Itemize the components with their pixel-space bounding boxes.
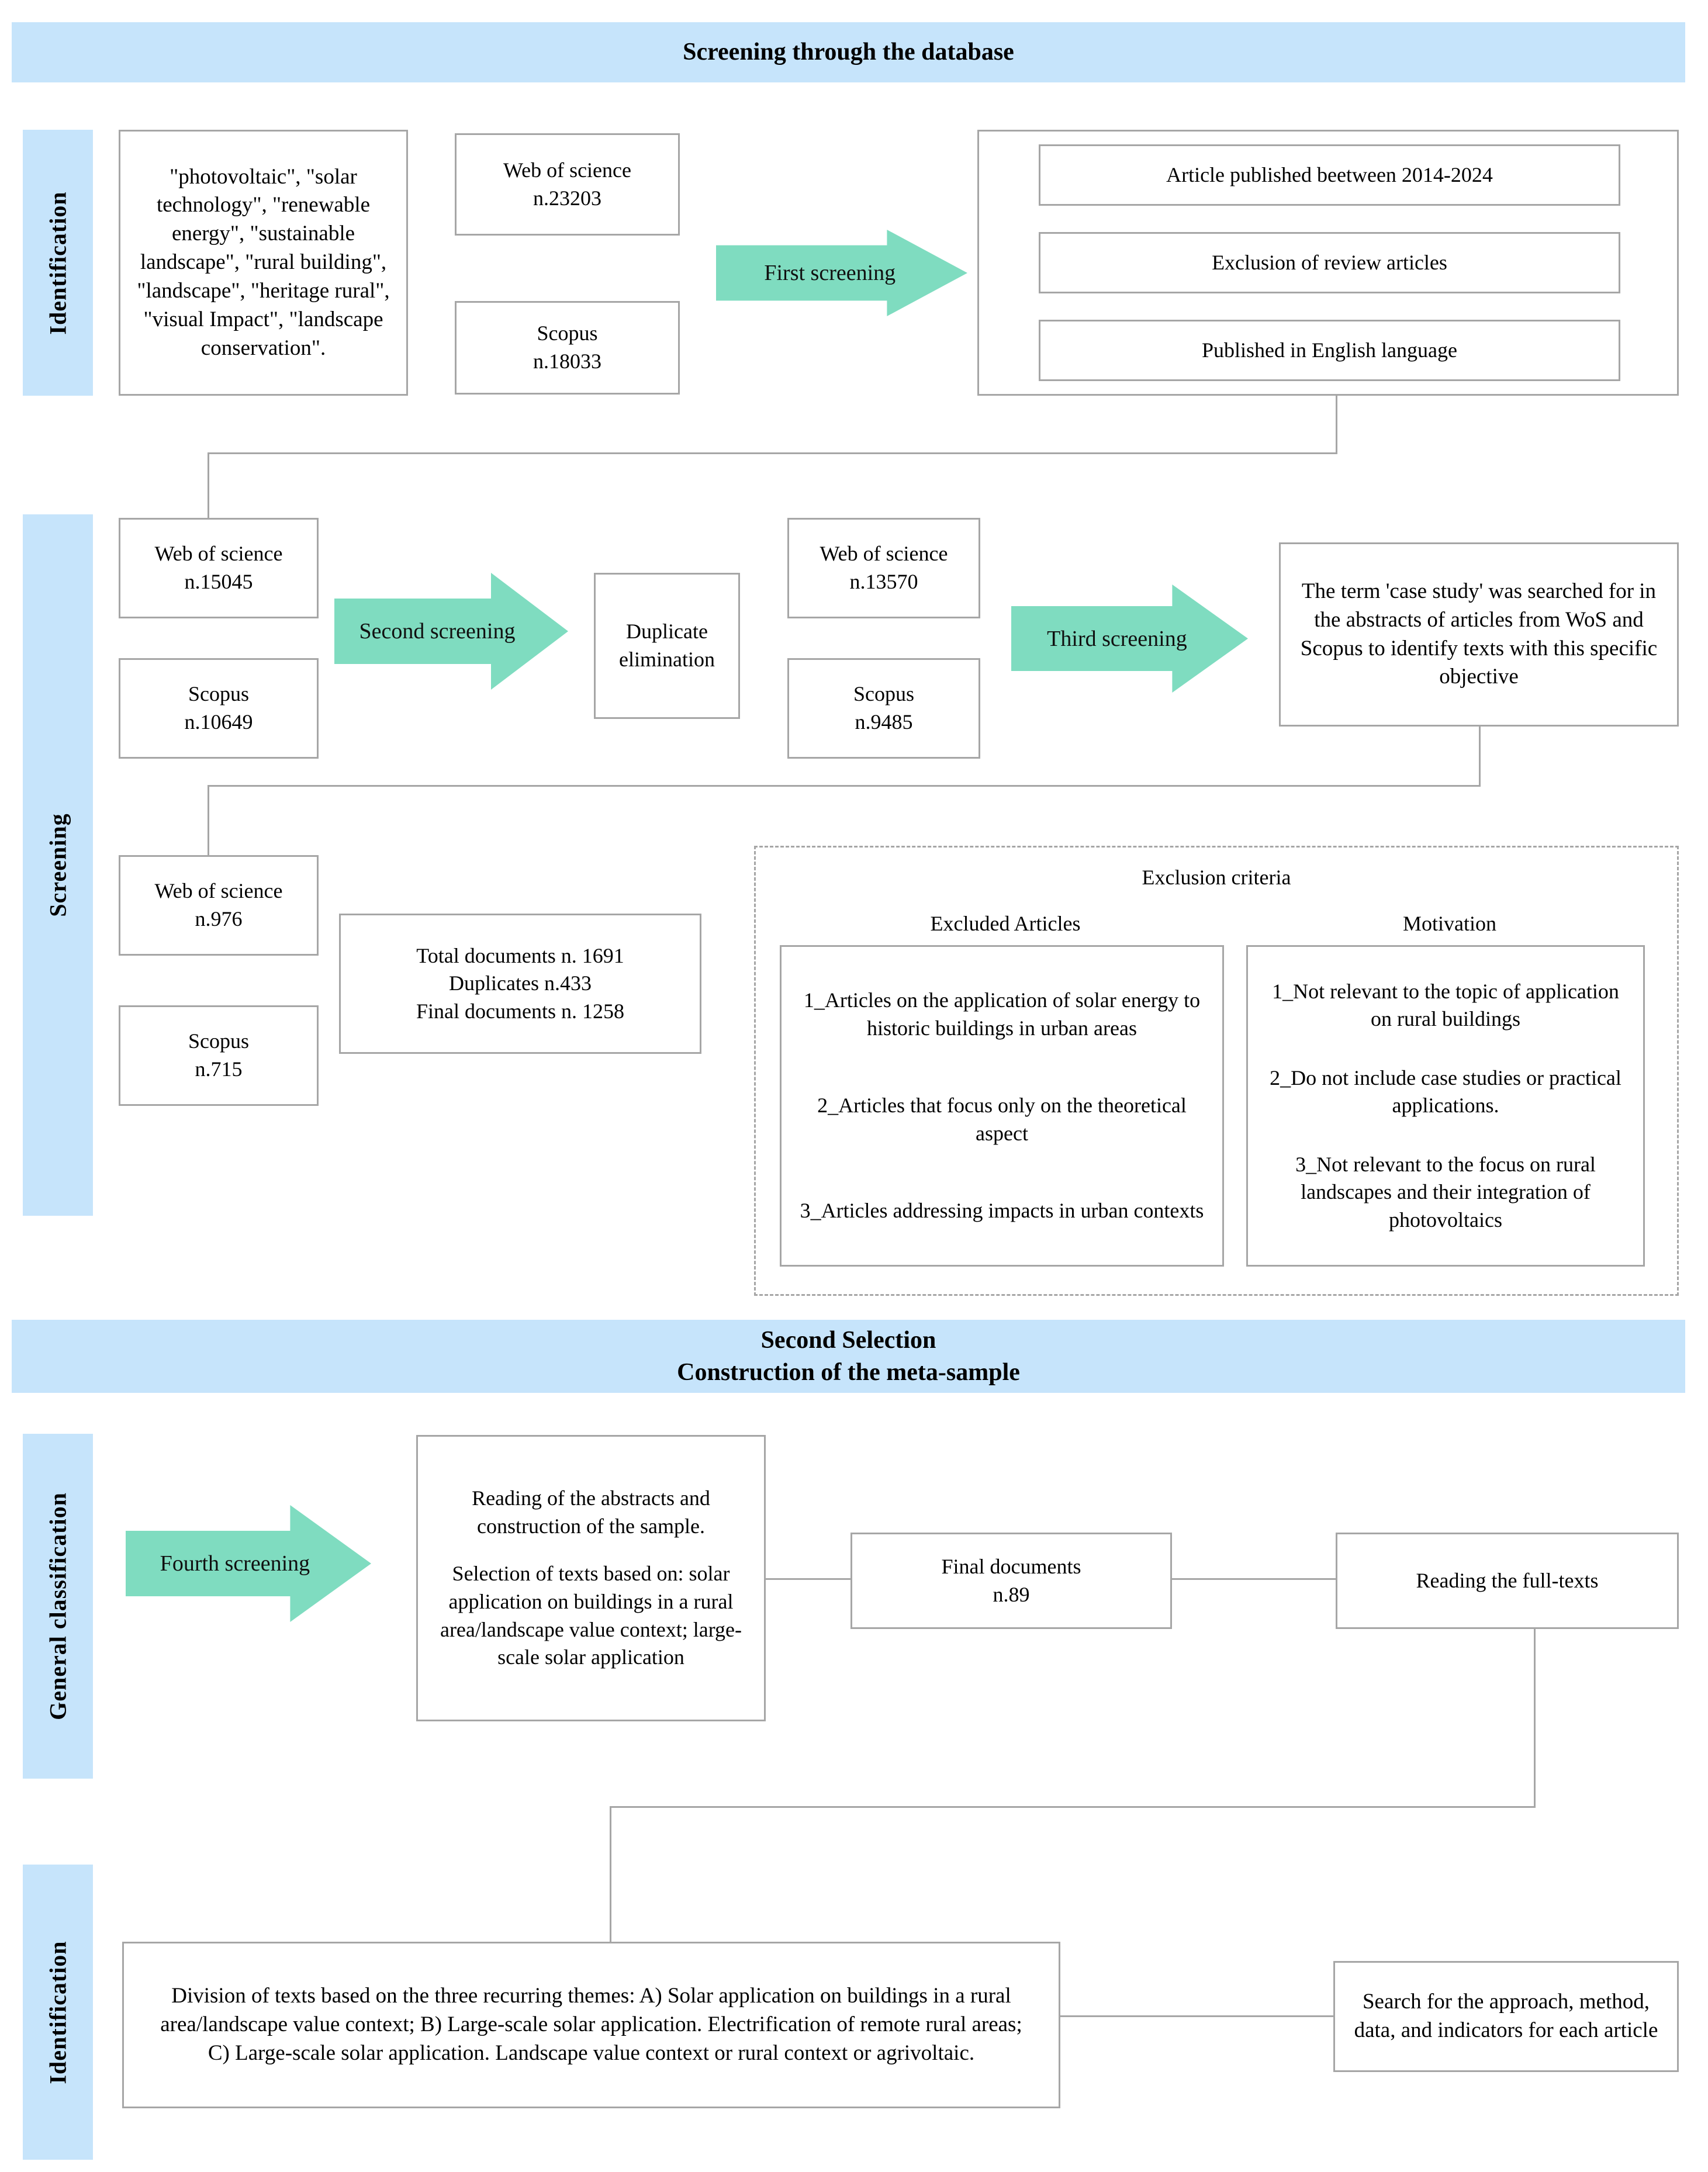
excluded-article-3: 3_Articles addressing impacts in urban c…	[800, 1199, 1204, 1223]
criteria-item-reviews-label: Exclusion of review articles	[1212, 250, 1447, 274]
stage-label-screening: Screening	[23, 514, 93, 1216]
wos-box-identification: Web of science n.23203	[455, 133, 680, 236]
scopus-count-label: n.18033	[533, 350, 601, 373]
case-study-search-label: The term 'case study' was searched for i…	[1300, 579, 1658, 689]
totals-line-final: Final documents n. 1258	[416, 999, 624, 1023]
final-documents-count: n.89	[993, 1582, 1030, 1606]
third-screening-arrow: Third screening	[1011, 584, 1248, 693]
connector-fulltexts-to-division	[610, 1806, 611, 1942]
motivation-3: 3_Not relevant to the focus on rural lan…	[1295, 1152, 1596, 1232]
scopus-after-source-label: Scopus	[853, 682, 914, 706]
wos-final-count-label: n.976	[195, 907, 243, 931]
scopus-final-source-label: Scopus	[188, 1029, 249, 1053]
final-documents-label: Final documents	[941, 1554, 1081, 1578]
header-band-second-selection-line1: Second Selection	[760, 1326, 936, 1354]
scopus-box-identification: Scopus n.18033	[455, 301, 680, 395]
connector-fulltexts-down	[1534, 1629, 1536, 1806]
scopus-box-final-screening: Scopus n.715	[119, 1005, 319, 1106]
connector-reading-to-final	[766, 1578, 850, 1580]
scopus-second-count-label: n.10649	[184, 710, 253, 734]
second-screening-arrow-label: Second screening	[359, 619, 516, 644]
wos-count-label: n.23203	[533, 186, 601, 210]
motivation-1: 1_Not relevant to the topic of applicati…	[1272, 979, 1619, 1031]
motivation-box: 1_Not relevant to the topic of applicati…	[1246, 945, 1645, 1267]
exclusion-criteria-title: Exclusion criteria	[754, 864, 1679, 891]
first-screening-arrow-label: First screening	[764, 261, 896, 285]
duplicate-elimination-label: Duplicate elimination	[619, 620, 715, 671]
motivation-2: 2_Do not include case studies or practic…	[1270, 1066, 1621, 1118]
header-band-second-selection-line2: Construction of the meta-sample	[677, 1358, 1020, 1386]
fourth-screening-arrow-label: Fourth screening	[160, 1551, 310, 1576]
stage-label-general-classification-text: General classification	[44, 1492, 71, 1720]
connector-casestudy-to-wos976	[208, 785, 209, 855]
keywords-box-text: "photovoltaic", "solar technology", "ren…	[137, 164, 390, 360]
wos-box-second-screening: Web of science n.15045	[119, 518, 319, 618]
connector-casestudy-down	[1479, 727, 1481, 785]
keywords-box: "photovoltaic", "solar technology", "ren…	[119, 130, 408, 396]
connector-casestudy-left	[208, 785, 1481, 787]
motivation-title-text: Motivation	[1403, 912, 1496, 935]
wos-box-final-screening: Web of science n.976	[119, 855, 319, 956]
totals-line-duplicates: Duplicates n.433	[449, 971, 592, 995]
fourth-screening-arrow: Fourth screening	[126, 1505, 371, 1622]
excluded-article-1: 1_Articles on the application of solar e…	[803, 988, 1201, 1040]
excluded-articles-box: 1_Articles on the application of solar e…	[780, 945, 1224, 1267]
reading-abstracts-paragraph-2: Selection of texts based on: solar appli…	[440, 1562, 742, 1669]
second-screening-arrow: Second screening	[334, 573, 568, 690]
scopus-source-label: Scopus	[537, 321, 598, 345]
scopus-second-source-label: Scopus	[188, 682, 249, 706]
scopus-final-count-label: n.715	[195, 1057, 243, 1081]
exclusion-criteria-title-text: Exclusion criteria	[1142, 866, 1291, 889]
connector-final-to-fulltexts	[1172, 1578, 1336, 1580]
division-of-texts-label: Division of texts based on the three rec…	[160, 1984, 1022, 2065]
criteria-item-years: Article published beetween 2014-2024	[1039, 144, 1620, 206]
scopus-box-second-screening: Scopus n.10649	[119, 658, 319, 759]
stage-label-identification-bottom-text: Identification	[44, 1940, 71, 2084]
criteria-item-language-label: Published in English language	[1202, 338, 1457, 362]
stage-label-screening-text: Screening	[44, 813, 71, 917]
reading-full-texts-box: Reading the full-texts	[1336, 1533, 1679, 1629]
search-approach-label: Search for the approach, method, data, a…	[1354, 1990, 1658, 2042]
stage-label-identification-bottom: Identification	[23, 1865, 93, 2160]
final-documents-box: Final documents n.89	[850, 1533, 1172, 1629]
reading-abstracts-paragraph-1: Reading of the abstracts and constructio…	[472, 1486, 710, 1538]
connector-fulltexts-left	[610, 1806, 1536, 1808]
scopus-after-count-label: n.9485	[855, 710, 913, 734]
totals-box: Total documents n. 1691 Duplicates n.433…	[339, 914, 701, 1054]
criteria-item-reviews: Exclusion of review articles	[1039, 232, 1620, 293]
stage-label-identification-top-text: Identification	[44, 191, 71, 335]
excluded-article-2: 2_Articles that focus only on the theore…	[817, 1094, 1187, 1145]
wos-box-after-duplicates: Web of science n.13570	[787, 518, 980, 618]
duplicate-elimination-box: Duplicate elimination	[594, 573, 740, 719]
search-approach-box: Search for the approach, method, data, a…	[1333, 1961, 1679, 2072]
scopus-box-after-duplicates: Scopus n.9485	[787, 658, 980, 759]
reading-abstracts-box: Reading of the abstracts and constructio…	[416, 1435, 766, 1721]
wos-after-source-label: Web of science	[820, 542, 948, 566]
wos-second-source-label: Web of science	[154, 542, 283, 566]
criteria-item-language: Published in English language	[1039, 320, 1620, 381]
header-band-second-selection: Second Selection Construction of the met…	[12, 1320, 1685, 1393]
wos-second-count-label: n.15045	[184, 570, 253, 593]
wos-source-label: Web of science	[503, 158, 631, 182]
motivation-title: Motivation	[1245, 910, 1654, 938]
wos-after-count-label: n.13570	[849, 570, 918, 593]
criteria-item-years-label: Article published beetween 2014-2024	[1166, 162, 1493, 186]
reading-full-texts-label: Reading the full-texts	[1416, 1568, 1599, 1592]
first-screening-arrow: First screening	[716, 230, 967, 316]
header-band-screening-through-database: Screening through the database	[12, 22, 1685, 82]
excluded-articles-title: Excluded Articles	[783, 910, 1228, 938]
case-study-search-box: The term 'case study' was searched for i…	[1279, 542, 1679, 727]
connector-division-to-search	[1060, 2015, 1333, 2017]
excluded-articles-title-text: Excluded Articles	[930, 912, 1081, 935]
header-band-top-label: Screening through the database	[683, 39, 1014, 66]
connector-criteria-to-wos15045	[208, 452, 209, 518]
third-screening-arrow-label: Third screening	[1047, 626, 1187, 651]
wos-final-source-label: Web of science	[154, 879, 283, 903]
division-of-texts-box: Division of texts based on the three rec…	[122, 1942, 1060, 2108]
connector-criteria-left	[208, 452, 1337, 454]
totals-line-total: Total documents n. 1691	[416, 943, 624, 967]
stage-label-general-classification: General classification	[23, 1434, 93, 1779]
stage-label-identification-top: Identification	[23, 130, 93, 396]
connector-criteria-down	[1336, 396, 1337, 452]
